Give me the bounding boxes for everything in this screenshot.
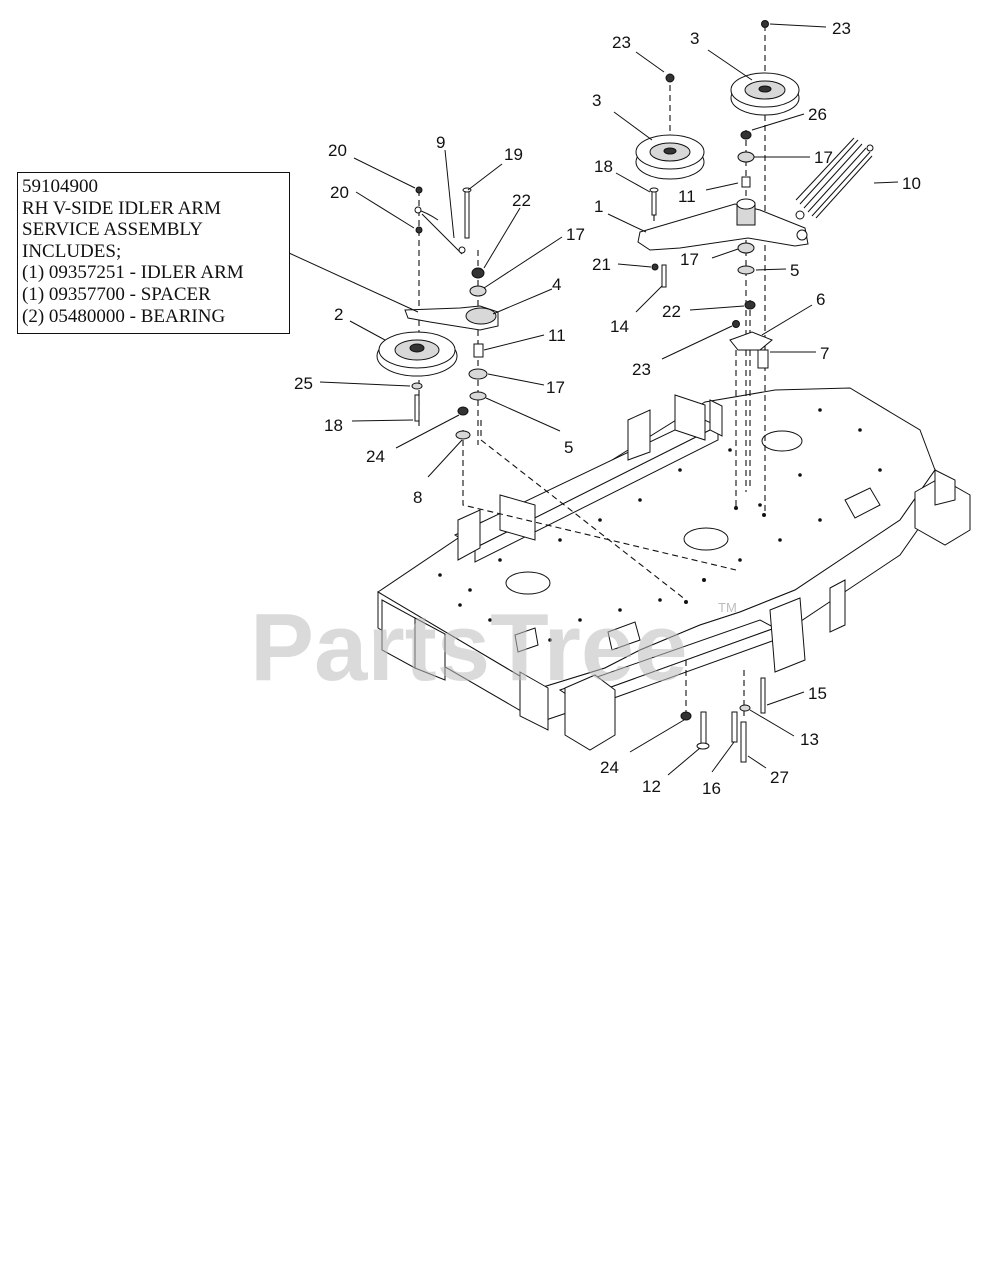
pulley-part-3-front <box>635 134 705 180</box>
callout-19: 19 <box>504 145 523 164</box>
service-assembly-info-box: 59104900 RH V-SIDE IDLER ARM SERVICE ASS… <box>17 172 290 334</box>
nut-part-20-upper <box>415 186 423 194</box>
nut-part-23-lower <box>732 320 740 328</box>
callout-4: 4 <box>552 275 561 294</box>
callout-numbers: 23 3 23 3 26 17 10 18 11 1 21 17 5 14 22… <box>294 19 921 798</box>
callout-5-left: 5 <box>564 438 573 457</box>
washer-part-25 <box>411 382 423 390</box>
callout-leaders <box>319 23 899 776</box>
spring-part-9 <box>414 206 466 255</box>
callout-7: 7 <box>820 344 829 363</box>
info-box-title: RH V-SIDE IDLER ARM <box>22 197 221 219</box>
callout-22-left: 22 <box>512 191 531 210</box>
callout-6: 6 <box>816 290 825 309</box>
bolt-part-14 <box>661 264 667 288</box>
nut-part-22-right <box>744 300 756 310</box>
callout-16: 16 <box>702 779 721 798</box>
callout-2: 2 <box>334 305 343 324</box>
bolt-part-15 <box>760 677 766 714</box>
callout-11-left: 11 <box>548 326 566 345</box>
bolt-part-27 <box>740 721 747 763</box>
spacer-part-7 <box>757 349 769 369</box>
washer-part-5 <box>469 391 487 401</box>
callout-23-lower: 23 <box>632 360 651 379</box>
callout-11-right: 11 <box>678 187 696 206</box>
callout-3-top: 3 <box>690 29 699 48</box>
nut-part-22 <box>471 267 485 279</box>
washer-part-13 <box>739 704 751 712</box>
info-box-leader <box>288 252 419 313</box>
bolt-part-16 <box>731 711 738 743</box>
callout-13: 13 <box>800 730 819 749</box>
nut-part-24-lower <box>680 711 692 721</box>
bearing-part-17-right-lower <box>737 242 755 254</box>
bearing-part-17-upper <box>469 285 487 297</box>
callout-8: 8 <box>413 488 422 507</box>
callout-27: 27 <box>770 768 789 787</box>
spacer-part-11-right <box>741 176 751 188</box>
callout-15: 15 <box>808 684 827 703</box>
pulley-part-3-rear <box>730 72 800 116</box>
callout-20-lower: 20 <box>330 183 349 202</box>
bolt-part-18-left <box>414 394 420 422</box>
callout-17-left-lower: 17 <box>546 378 565 397</box>
callout-14: 14 <box>610 317 629 336</box>
watermark: PartsTree <box>250 594 688 701</box>
nut-part-24-upper <box>457 406 469 416</box>
info-box-part-number: 59104900 <box>22 176 98 197</box>
callout-23-top-right: 23 <box>832 19 851 38</box>
watermark-trademark: TM <box>718 600 737 615</box>
nut-part-23-top <box>761 20 769 28</box>
callout-26: 26 <box>808 105 827 124</box>
callout-18-right: 18 <box>594 157 613 176</box>
nut-part-20-lower <box>415 226 423 234</box>
bracket-part-6 <box>729 331 773 351</box>
spacer-part-11 <box>473 343 484 358</box>
right-idler-assembly <box>635 20 874 369</box>
info-box-item-bearing: (2) 05480000 - BEARING <box>22 305 226 327</box>
idler-arm-part-1 <box>637 203 809 251</box>
callout-17-right-upper: 17 <box>814 148 833 167</box>
nut-part-21 <box>651 263 659 271</box>
callout-3-mid: 3 <box>592 91 601 110</box>
callout-24-lower: 24 <box>600 758 619 777</box>
callout-9: 9 <box>436 133 445 152</box>
bearing-part-17-lower <box>468 368 488 380</box>
mower-deck <box>377 387 971 751</box>
callout-5-right: 5 <box>790 261 799 280</box>
info-box-item-idler-arm: (1) 09357251 - IDLER ARM <box>22 262 244 284</box>
callout-10: 10 <box>902 174 921 193</box>
bolt-part-19 <box>464 189 470 239</box>
nut-part-23-mid <box>665 73 675 83</box>
callout-22-right: 22 <box>662 302 681 321</box>
under-deck-hardware <box>680 677 766 763</box>
bolt-part-18-right <box>651 189 657 216</box>
spring-part-10 <box>795 137 874 220</box>
callout-17-right-lower: 17 <box>680 250 699 269</box>
callout-23-top-mid: 23 <box>612 33 631 52</box>
nut-part-26 <box>740 130 752 140</box>
callout-20-upper: 20 <box>328 141 347 160</box>
callout-1: 1 <box>594 197 603 216</box>
callout-21: 21 <box>592 255 611 274</box>
callout-12: 12 <box>642 777 661 796</box>
callout-18-left: 18 <box>324 416 343 435</box>
info-box-subtitle: SERVICE ASSEMBLY <box>22 219 203 241</box>
callout-25: 25 <box>294 374 313 393</box>
left-idler-assembly <box>376 186 499 440</box>
callout-17-left-upper: 17 <box>566 225 585 244</box>
bolt-part-12 <box>700 711 707 747</box>
info-box-item-spacer: (1) 09357700 - SPACER <box>22 283 211 305</box>
info-box-includes: INCLUDES; <box>22 240 122 262</box>
bearing-part-17-right-upper <box>737 151 755 163</box>
pulley-part-2 <box>376 331 458 377</box>
washer-part-8 <box>455 430 471 440</box>
callout-24-upper: 24 <box>366 447 385 466</box>
washer-part-5-right <box>737 265 755 275</box>
